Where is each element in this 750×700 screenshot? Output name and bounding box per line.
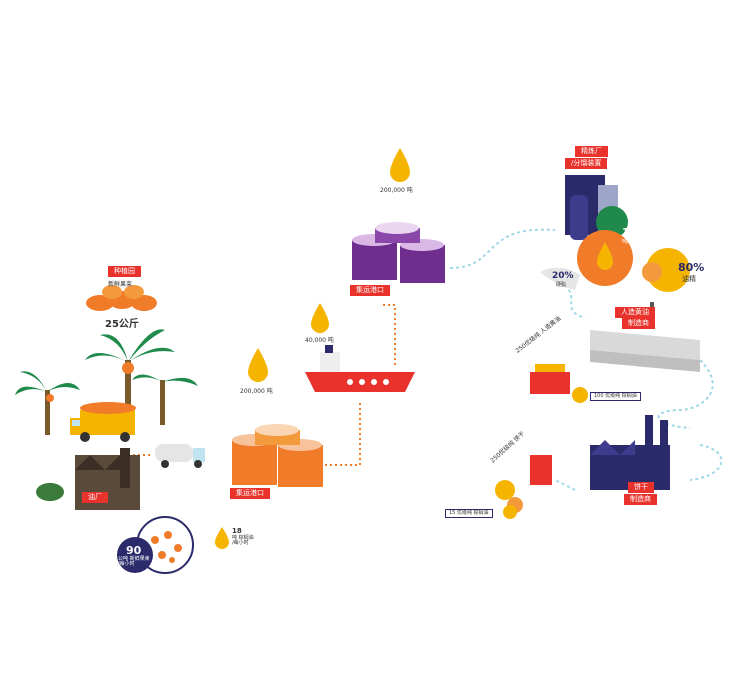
port2-volume: 200,000 吨 [380, 187, 413, 194]
biscuit-sublabel: 制造商 [624, 494, 657, 505]
mill-oil-rate-value: 18 [232, 527, 242, 535]
refinery-rate-value: 100 [622, 227, 643, 238]
olein-label: 油精 [682, 275, 696, 283]
biscuit-oil-input: 15 优级纯 棕榈油 [445, 509, 493, 518]
ship-volume: 40,000 吨 [305, 337, 334, 344]
refinery-label: 精炼厂 [575, 146, 608, 157]
refinery-sublabel: /分馏装置 [565, 158, 608, 169]
margarine-oil-input: 100 优级纯 棕榈油 [590, 392, 641, 401]
connector-lines [120, 228, 723, 491]
orange-storage-tanks [232, 424, 323, 487]
plantation-subtitle: 新鲜果束 [108, 281, 133, 288]
stearin-label: 硬脂 [556, 282, 567, 288]
margarine-factory [530, 302, 700, 403]
biscuit-label: 饼干 [628, 482, 654, 493]
palm-trees [15, 329, 198, 435]
mill-oil-rate-unit: 吨 棕榈油 /每小时 [232, 535, 254, 546]
margarine-label: 人造黄油 [615, 307, 655, 318]
mill-rate-unit: 公吨 新鲜果束 /每小时 [118, 556, 150, 567]
refinery-rate-unit: 吨/每小时 [622, 239, 644, 245]
olein-percentage: 80% [678, 261, 705, 274]
purple-storage-tanks [352, 222, 445, 283]
mill-rate-value: 90 [126, 544, 142, 557]
oil-drop-icons [215, 148, 410, 549]
tanker-truck [155, 444, 205, 468]
fruit-bunch-pile [86, 285, 157, 311]
port2-label: 集运港口 [350, 285, 390, 296]
plantation-label: 种植园 [108, 266, 141, 277]
fruit-truck [70, 402, 136, 442]
port1-label: 集运港口 [230, 488, 270, 499]
margarine-sublabel: 制造商 [622, 318, 655, 329]
mill-label: 油厂 [82, 492, 108, 503]
port1-volume: 200,000 吨 [240, 388, 273, 395]
stearin-percentage: 20% [552, 271, 574, 281]
cargo-ship [305, 345, 415, 392]
fruit-circle [117, 516, 194, 574]
biscuit-factory [495, 415, 670, 519]
plantation-weight: 25公斤 [105, 319, 139, 330]
refinery-plant [540, 175, 690, 292]
